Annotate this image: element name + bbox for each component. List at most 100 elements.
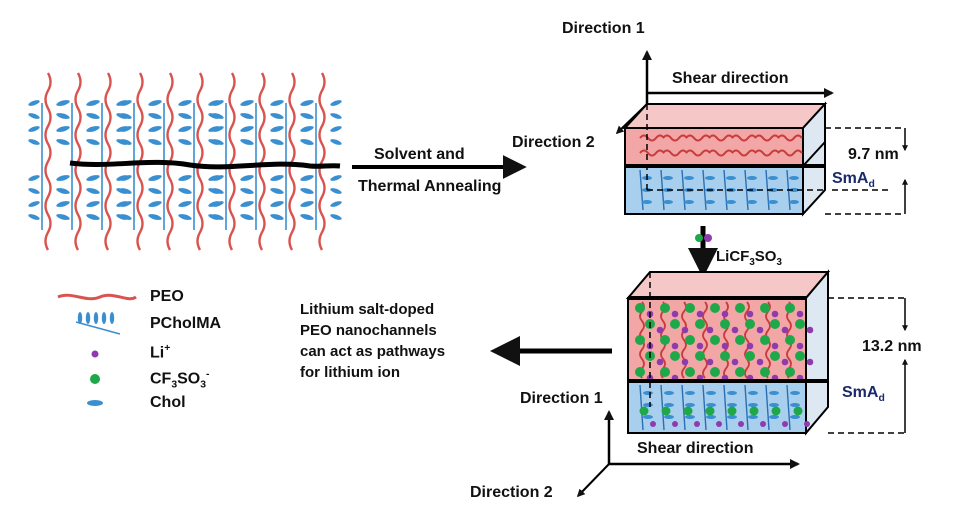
anion-particle (745, 351, 755, 361)
chol-unit (330, 113, 342, 119)
li-particle (696, 342, 704, 350)
chol-unit (180, 100, 192, 106)
anion-particle (720, 351, 730, 361)
chol-unit (664, 391, 674, 395)
li-particle (771, 310, 779, 318)
chol-unit (180, 113, 192, 119)
chol-unit (28, 214, 40, 220)
chol-unit (28, 139, 40, 145)
li-particle (681, 358, 689, 366)
top-peo-squiggles (639, 134, 803, 157)
chol-unit (769, 391, 779, 395)
chol-unit (643, 415, 653, 419)
pathway-line-3: can act as pathways (300, 343, 446, 360)
peo-squiggle (662, 149, 688, 157)
anion-particle (639, 406, 649, 416)
li-particle (706, 358, 714, 366)
anion-particle (785, 335, 795, 345)
chol-unit (705, 176, 715, 180)
legend-li-label: Li+ (150, 343, 171, 362)
chol-unit (685, 391, 695, 395)
li-dot (704, 234, 712, 242)
legend-peo-label: PEO (150, 288, 184, 305)
chol-stem (681, 169, 686, 211)
li-particle (760, 421, 766, 427)
anion-particle (685, 335, 695, 345)
chol-unit (302, 214, 314, 220)
chol-unit (180, 175, 192, 181)
chol-unit (212, 201, 224, 207)
peo-squiggle (731, 149, 757, 157)
peo-squiggle (639, 149, 665, 157)
chol-stem (660, 384, 665, 431)
chol-unit (726, 176, 736, 180)
chol-stem (744, 169, 749, 211)
peo-squiggle (777, 134, 803, 142)
anion-particle (660, 367, 670, 377)
salt-label: LiCF3SO3 (716, 248, 782, 268)
anion-particle (795, 319, 805, 329)
chol-unit (212, 139, 224, 145)
legend-anion-label: CF3SO3- (150, 369, 210, 391)
chol-unit (180, 214, 192, 220)
chol-unit (747, 176, 757, 180)
chol-unit (120, 113, 132, 119)
chol-unit (58, 126, 70, 132)
chol-unit (664, 415, 674, 419)
chol-unit (85, 312, 91, 324)
legend-chol-label: Chol (150, 394, 186, 411)
anion-particle (760, 303, 770, 313)
chol-unit (150, 126, 162, 132)
bottom-chol-squiggles (639, 384, 800, 431)
process-label-line2: Thermal Annealing (358, 178, 502, 195)
chol-unit (28, 201, 40, 207)
chol-unit (212, 188, 224, 194)
chol-unit (706, 415, 716, 419)
chol-unit (58, 113, 70, 119)
direction2-arrow-top (615, 103, 648, 135)
chol-unit (747, 200, 757, 204)
legend-pcholma-swatch (75, 312, 121, 335)
peo-squiggle (685, 134, 711, 142)
chol-unit (212, 175, 224, 181)
anion-particle (793, 406, 803, 416)
anion-particle (710, 335, 720, 345)
chol-unit (77, 312, 83, 324)
chol-unit (302, 175, 314, 181)
anion-particle (760, 335, 770, 345)
li-particle (671, 310, 679, 318)
chol-unit (58, 214, 70, 220)
chol-unit (302, 100, 314, 106)
chol-unit (727, 403, 737, 407)
chol-unit (642, 200, 652, 204)
chol-unit (272, 126, 284, 132)
chol-unit (101, 312, 107, 324)
chol-unit (28, 100, 40, 106)
chol-unit (28, 126, 40, 132)
chol-unit (330, 201, 342, 207)
chol-unit (748, 391, 758, 395)
process-label-line1: Solvent and (374, 146, 465, 163)
chol-unit (330, 188, 342, 194)
chol-unit (120, 188, 132, 194)
chol-unit (212, 100, 224, 106)
chol-unit (664, 403, 674, 407)
chol-unit (150, 113, 162, 119)
legend (57, 293, 137, 406)
chol-unit (769, 403, 779, 407)
chol-unit (93, 312, 99, 324)
anion-particle (785, 303, 795, 313)
chol-stem (723, 169, 728, 211)
peo-chain (196, 72, 204, 251)
li-particle (716, 421, 722, 427)
peo-squiggle (731, 134, 757, 142)
pathway-line-1: Lithium salt-doped (300, 301, 435, 318)
direction2-label-top: Direction 2 (512, 134, 595, 151)
chol-unit (150, 188, 162, 194)
peo-squiggle (639, 134, 665, 142)
li-particle (656, 358, 664, 366)
legend-anion-swatch (90, 374, 100, 384)
peo-chain (228, 72, 236, 251)
direction1-label-top: Direction 1 (562, 20, 645, 37)
chol-unit (88, 126, 100, 132)
